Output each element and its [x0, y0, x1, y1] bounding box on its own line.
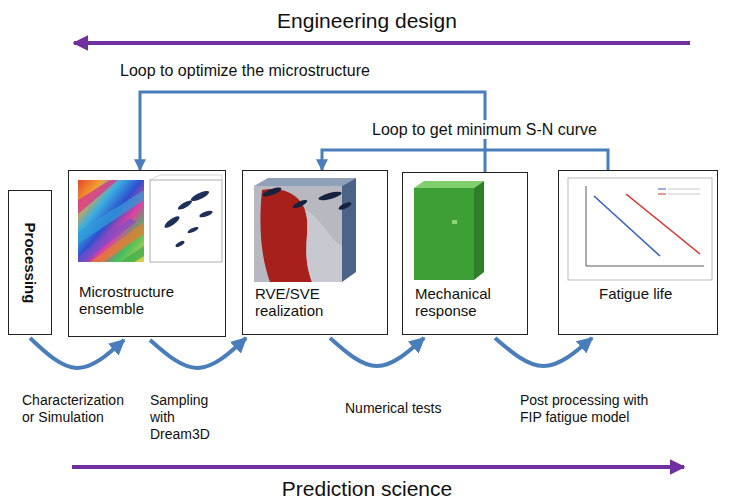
- edge-label: Loop to optimize the microstructure: [120, 61, 420, 80]
- step-arrow: [330, 338, 424, 366]
- process-box: Fatigue life: [558, 170, 718, 335]
- node-label: Microstructure ensemble: [79, 283, 219, 317]
- node-label: Mechanical response: [415, 285, 521, 319]
- prediction-arrow: [72, 465, 684, 469]
- step-arrow: [30, 338, 124, 368]
- step-arrow: [150, 338, 246, 368]
- edge-label: Sampling with Dream3D: [150, 392, 234, 443]
- ebsd-map: [78, 180, 144, 262]
- design-arrow: [74, 41, 690, 45]
- node-label: RVE/SVE realization: [255, 285, 365, 319]
- sn-plot: [568, 178, 712, 280]
- axis-title: Engineering design: [277, 9, 457, 33]
- process-box: Mechanical response: [402, 172, 528, 335]
- process-box: RVE/SVE realization: [242, 170, 388, 335]
- loop-arrow: [322, 150, 608, 170]
- node-label: Fatigue life: [599, 285, 677, 302]
- fe-mesh-cube: [414, 181, 484, 280]
- edge-label: Characterization or Simulation: [22, 392, 134, 426]
- edge-label: Post processing with FIP fatigue model: [520, 392, 670, 426]
- step-arrow: [495, 338, 592, 366]
- processing-box: Processing: [8, 190, 52, 335]
- node-label: Processing: [22, 222, 39, 303]
- axis-title: Prediction science: [282, 477, 452, 501]
- edge-label: Numerical tests: [345, 400, 475, 417]
- particle-volume: [150, 175, 222, 262]
- process-box: Microstructure ensemble: [68, 170, 226, 337]
- edge-label: Loop to get minimum S-N curve: [372, 120, 632, 139]
- rve-cube: [254, 178, 356, 282]
